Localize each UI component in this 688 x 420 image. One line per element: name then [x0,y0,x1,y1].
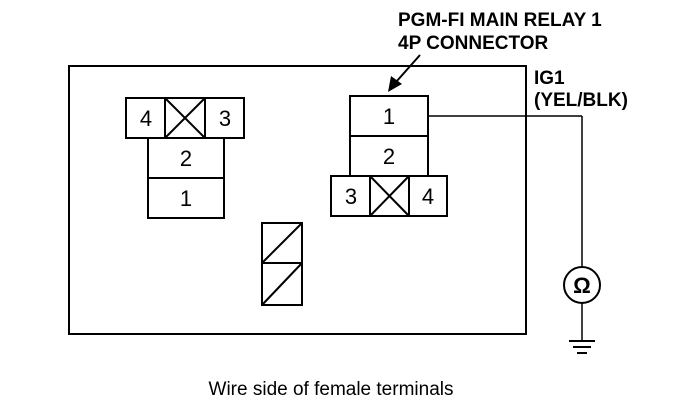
wire-name-label: IG1 [534,68,565,89]
callout-subtitle: 4P CONNECTOR [398,33,549,54]
callout-title: PGM-FI MAIN RELAY 1 [398,10,602,31]
connector-view-frame [68,65,527,335]
left-connector: 4 3 2 1 [125,97,245,219]
callout-arrow [388,54,421,92]
ig1-wire [428,115,583,267]
ohmmeter: Ω [563,266,601,304]
right-pin-4: 4 [422,184,434,209]
wire-color-label: (YEL/BLK) [534,90,628,111]
center-connector [261,222,303,306]
ground-icon [569,303,595,354]
right-connector: 1 2 3 4 [330,95,448,217]
right-pin-3: 3 [345,184,357,209]
left-pin-2: 2 [180,146,192,171]
left-pin-4: 4 [140,106,152,131]
left-pin-3: 3 [219,106,231,131]
right-pin-1: 1 [383,104,395,129]
blank-cavity-x-icon [369,175,410,217]
right-pin-2: 2 [383,144,395,169]
left-pin-1: 1 [180,186,192,211]
ohm-symbol: Ω [573,273,591,298]
diagram-caption: Wire side of female terminals [209,379,454,400]
blank-cavity-x-icon [164,97,206,139]
